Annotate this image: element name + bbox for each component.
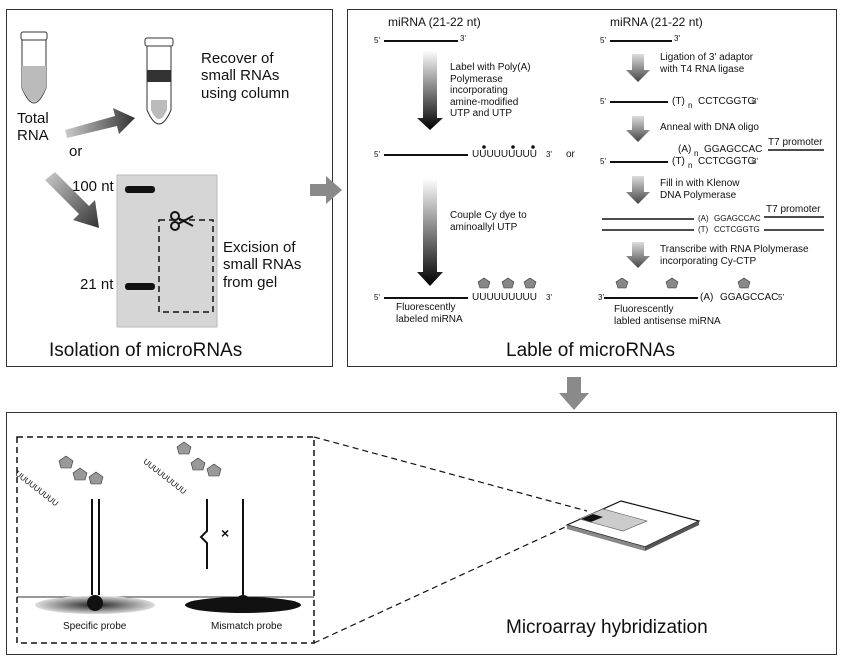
labeling-graphics: [384, 40, 824, 299]
band-21nt: [125, 283, 155, 290]
ligated-t: (T): [672, 96, 685, 107]
arrow-to-gel: [45, 172, 99, 228]
marker-21-label: 21 nt: [80, 276, 114, 293]
labeled-3prime: 3': [546, 293, 552, 302]
ligated-3prime: 3': [752, 97, 758, 106]
isolation-panel: Total RNA or Recover of small RNAs using…: [6, 9, 333, 367]
right-step2: Anneal with DNA oligo: [660, 122, 759, 133]
t7-label-1: T7 promoter: [768, 137, 823, 148]
left-mirna-header: miRNA (21-22 nt): [388, 15, 481, 29]
right-step3: Fill in with Klenow DNA Polymerase: [660, 178, 740, 201]
gel-image: [116, 174, 218, 328]
polyu-seq: UUUUUUUUU: [472, 149, 537, 160]
left-step1: Label with Poly(A) Polymerase incorporat…: [450, 62, 531, 119]
left-step2: Couple Cy dye to aminoallyl UTP: [450, 210, 527, 233]
short-arrow-1: [626, 54, 650, 82]
arrow-to-column: [65, 108, 135, 138]
isolation-graphics: [20, 31, 218, 328]
polyu-3prime: 3': [546, 150, 552, 159]
long-arrow-1: [417, 50, 443, 130]
left-product: Fluorescently labeled miRNA: [396, 302, 463, 325]
short-arrow-4: [626, 242, 650, 268]
excision-label: Excision of small RNAs from gel: [223, 239, 302, 291]
specific-cy-icons: [58, 455, 104, 485]
zoom-inset: [16, 436, 315, 644]
anneal-3prime: 3': [752, 157, 758, 166]
total-rna-label: Total RNA: [17, 110, 49, 145]
right-3prime-1: 3': [674, 34, 680, 43]
scissors-icon: [170, 211, 194, 231]
left-or: or: [566, 149, 575, 160]
mismatch-cy-icons: [176, 441, 222, 477]
right-step1: Ligation of 3' adaptor with T4 RNA ligas…: [660, 52, 754, 75]
t7-label-2: T7 promoter: [766, 204, 821, 215]
antisense-oligo: GGAGCCAC: [720, 292, 779, 303]
isolation-caption: Isolation of microRNAs: [49, 340, 243, 361]
hybridization-graphics: [16, 436, 701, 644]
anneal-a-n: n: [694, 149, 699, 158]
ligated-adaptor: CCTCGGTG: [698, 96, 756, 107]
anneal-adaptor: CCTCGGTG: [698, 156, 756, 167]
ds-oligo: GGAGCCAC: [714, 214, 761, 223]
right-product: Fluorescently labled antisense miRNA: [614, 304, 721, 327]
mismatch-probe-label: Mismatch probe: [211, 621, 283, 632]
ds-t: (T): [698, 225, 709, 234]
labeling-panel: miRNA (21-22 nt) 5' 3' Label with Poly(A…: [347, 9, 837, 367]
long-arrow-2: [417, 178, 443, 286]
band-100nt: [125, 186, 155, 193]
specific-probe-label: Specific probe: [63, 621, 127, 632]
anneal-oligo: GGAGCCAC: [704, 144, 763, 155]
left-5prime-3: 5': [374, 293, 380, 302]
tube-icon: [20, 31, 48, 104]
antisense-a: (A): [700, 292, 714, 303]
specific-anchor: [87, 595, 103, 611]
microarray-slide-icon: [565, 500, 701, 551]
right-5prime-3: 5': [600, 157, 606, 166]
zoom-line-top: [313, 436, 588, 512]
short-arrow-2: [626, 116, 650, 142]
zoom-line-bottom: [313, 516, 588, 644]
hybridization-panel: UUUUUUUUU UUUUUUUUU × Specific probe Mis…: [6, 412, 837, 655]
ds-adaptor: CCTCGGTG: [714, 225, 760, 234]
mismatch-anchor: [235, 595, 251, 611]
hybridization-caption: Microarray hybridization: [506, 617, 708, 638]
left-5prime-2: 5': [374, 150, 380, 159]
arrow-down-icon: [559, 377, 589, 410]
anneal-t: (T): [672, 156, 685, 167]
mismatch-target-strand: [199, 499, 208, 569]
cy-dye-icons-left: [477, 277, 537, 289]
or-label: or: [69, 143, 83, 160]
right-mirna-header: miRNA (21-22 nt): [610, 15, 703, 29]
labeled-seq: UUUUUUUUU: [472, 292, 537, 303]
left-5prime-1: 5': [374, 36, 380, 45]
ligated-n: n: [688, 101, 693, 110]
aminoallyl-dots: [482, 145, 535, 149]
right-step4: Transcribe with RNA Plolymerase incorpor…: [660, 244, 809, 267]
left-3prime-1: 3': [460, 34, 466, 43]
ds-a: (A): [698, 214, 709, 223]
excision-box: [158, 219, 214, 313]
anneal-a: (A): [678, 144, 692, 155]
labeling-caption: Lable of microRNAs: [506, 340, 675, 361]
cy-dye-icons-right: [615, 277, 751, 289]
marker-100-label: 100 nt: [72, 178, 114, 195]
anneal-t-n: n: [688, 161, 693, 170]
recover-label: Recover of small RNAs using column: [201, 50, 290, 102]
mismatch-mark: ×: [221, 525, 230, 541]
right-5prime-2: 5': [600, 97, 606, 106]
short-arrow-3: [626, 176, 650, 204]
right-3prime-antisense: 3': [598, 293, 604, 302]
column-tube-icon: [144, 37, 174, 125]
antisense-5prime: 5': [778, 293, 784, 302]
right-5prime-1: 5': [600, 36, 606, 45]
